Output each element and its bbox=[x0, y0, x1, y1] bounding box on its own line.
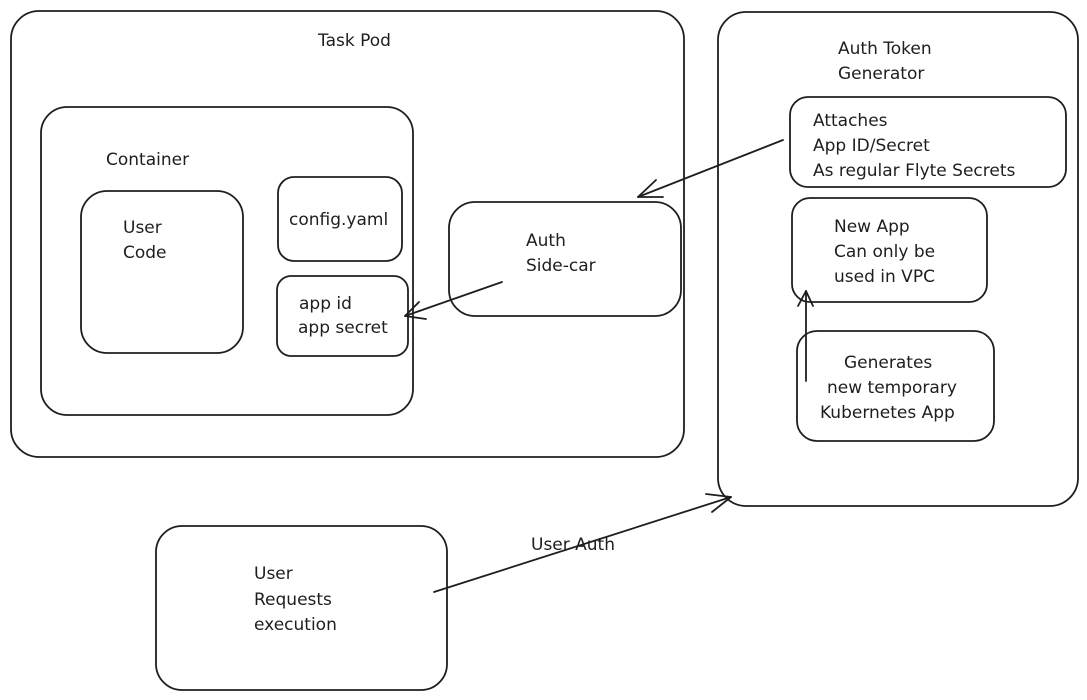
user-request: User Requests execution bbox=[155, 525, 448, 691]
edge-sidecar-to-credentials-line bbox=[404, 281, 503, 317]
edge-attaches-to-sidecar bbox=[637, 139, 784, 198]
attaches-secrets-line-2: App ID/Secret bbox=[813, 136, 930, 156]
app-credentials: app id app secret bbox=[276, 275, 409, 357]
edge-user-auth-arrowhead bbox=[705, 493, 732, 513]
auth-sidecar: Auth Side-car bbox=[448, 201, 682, 317]
task-pod-box bbox=[10, 10, 685, 458]
user-request-line-3: execution bbox=[254, 615, 337, 635]
auth-token-generator-line-2: Generator bbox=[838, 64, 924, 84]
edge-attaches-to-sidecar-arrowhead bbox=[637, 179, 664, 198]
edge-sidecar-to-credentials bbox=[404, 281, 503, 320]
auth-sidecar-line-1: Auth bbox=[526, 231, 566, 251]
edge-attaches-to-sidecar-line bbox=[637, 139, 784, 198]
attaches-secrets-line-1: Attaches bbox=[813, 111, 888, 131]
user-code: User Code bbox=[80, 190, 244, 354]
user-request-line-1: User bbox=[254, 564, 293, 584]
generates-app-line-1: Generates bbox=[844, 353, 932, 373]
task-pod: Task Pod bbox=[10, 10, 685, 458]
attaches-secrets-box bbox=[789, 96, 1067, 188]
edge-user-auth-line bbox=[433, 496, 732, 593]
generates-app: Generates new temporary Kubernetes App bbox=[796, 330, 995, 442]
container-box bbox=[40, 106, 414, 416]
config-file: config.yaml bbox=[277, 176, 403, 262]
edge-user-auth: User Auth bbox=[433, 493, 732, 593]
user-code-line-1: User bbox=[123, 218, 162, 238]
auth-sidecar-box bbox=[448, 201, 682, 317]
auth-token-generator-box bbox=[717, 11, 1079, 507]
app-credentials-line-2: app secret bbox=[298, 318, 388, 338]
attaches-secrets-line-3: As regular Flyte Secrets bbox=[813, 161, 1015, 181]
new-app-line-3: used in VPC bbox=[834, 267, 935, 287]
generates-app-line-3: Kubernetes App bbox=[820, 403, 955, 423]
user-code-line-2: Code bbox=[123, 243, 167, 263]
generates-app-line-2: new temporary bbox=[827, 378, 957, 398]
new-app-box bbox=[791, 197, 988, 303]
config-file-label: config.yaml bbox=[289, 210, 388, 230]
edge-generates-to-new-app bbox=[797, 290, 814, 382]
new-app-line-2: Can only be bbox=[834, 242, 935, 262]
user-code-box bbox=[80, 190, 244, 354]
edge-generates-to-new-app-arrowhead bbox=[797, 290, 814, 307]
auth-token-generator: Auth Token Generator bbox=[717, 11, 1079, 507]
task-pod-label: Task Pod bbox=[317, 31, 391, 51]
new-app-line-1: New App bbox=[834, 217, 910, 237]
app-credentials-box bbox=[276, 275, 409, 357]
container-label: Container bbox=[106, 150, 189, 170]
config-file-box bbox=[277, 176, 403, 262]
generates-app-box bbox=[796, 330, 995, 442]
user-request-box bbox=[155, 525, 448, 691]
attaches-secrets: Attaches App ID/Secret As regular Flyte … bbox=[789, 96, 1067, 188]
container: Container bbox=[40, 106, 414, 416]
user-request-line-2: Requests bbox=[254, 590, 332, 610]
edge-user-auth-label: User Auth bbox=[531, 535, 615, 555]
app-credentials-line-1: app id bbox=[299, 294, 352, 314]
auth-token-generator-line-1: Auth Token bbox=[838, 39, 932, 59]
auth-sidecar-line-2: Side-car bbox=[526, 256, 596, 276]
edge-sidecar-to-credentials-arrowhead bbox=[404, 301, 427, 320]
new-app: New App Can only be used in VPC bbox=[791, 197, 988, 303]
